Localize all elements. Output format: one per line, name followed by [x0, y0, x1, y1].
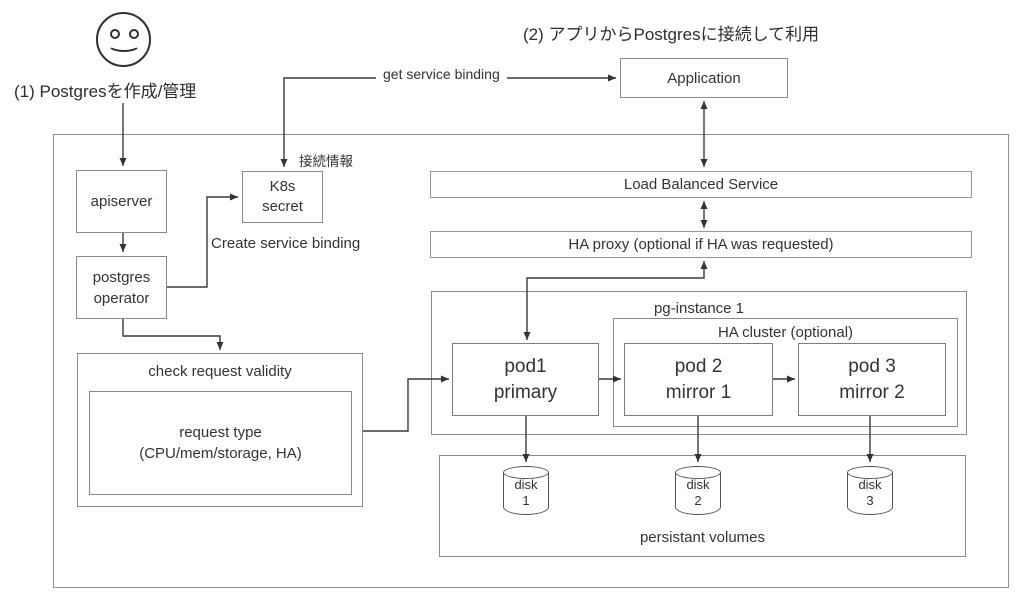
pod2-mirror1-node: pod 2 mirror 1: [624, 343, 773, 416]
disk2-top: [675, 466, 721, 479]
disk1-number: 1: [522, 493, 530, 508]
pod1-line2: primary: [493, 381, 558, 403]
pod3-line2: mirror 2: [839, 381, 905, 403]
apiserver-label: apiserver: [90, 193, 153, 210]
ha-proxy-node: HA proxy (optional if HA was requested): [430, 231, 972, 258]
disk2-name: disk: [686, 476, 710, 492]
persistent-volumes-label: persistant volumes: [639, 529, 766, 546]
disk2-number: 2: [694, 493, 702, 508]
step1-title: (1) Postgresを作成/管理: [14, 82, 197, 101]
smiley-mouth: [107, 36, 141, 52]
request-type-line2: (CPU/mem/storage, HA): [139, 445, 302, 462]
application-label: Application: [667, 69, 741, 87]
disk1-label: disk 1: [503, 468, 549, 518]
disk3-name: disk: [858, 476, 882, 492]
k8s-secret-line2: secret: [262, 198, 303, 215]
request-type-node: request type (CPU/mem/storage, HA): [89, 391, 352, 495]
disk3-body: [847, 472, 893, 515]
pod2-line2: mirror 1: [665, 381, 732, 403]
load-balanced-service-label: Load Balanced Service: [623, 176, 779, 193]
disk2-cylinder-icon: disk 2: [675, 466, 721, 516]
application-node: Application: [620, 58, 788, 98]
k8s-secret-node: K8s secret: [242, 171, 323, 223]
pod2-line1: pod 2: [674, 355, 723, 377]
connection-info-label: 接続情報: [299, 154, 353, 169]
apiserver-node: apiserver: [76, 170, 167, 233]
disk1-name: disk: [514, 476, 538, 492]
disk3-top: [847, 466, 893, 479]
disk3-number: 3: [866, 493, 874, 508]
request-type-line1: request type: [179, 424, 262, 441]
smiley-face-icon: [96, 12, 151, 67]
pod1-line1: pod1: [504, 355, 547, 377]
pod3-mirror2-node: pod 3 mirror 2: [798, 343, 946, 416]
pod1-primary-node: pod1 primary: [452, 343, 599, 416]
pod3-line1: pod 3: [848, 355, 896, 377]
ha-cluster-label: HA cluster (optional): [717, 324, 854, 341]
postgres-operator-line2: operator: [93, 289, 150, 307]
disk3-label: disk 3: [847, 468, 893, 518]
step2-title: (2) アプリからPostgresに接続して利用: [523, 25, 820, 44]
create-service-binding-label: Create service binding: [211, 235, 361, 252]
disk3-cylinder-icon: disk 3: [847, 466, 893, 516]
disk1-top: [503, 466, 549, 479]
disk2-body: [675, 472, 721, 515]
k8s-secret-line1: K8s: [269, 177, 296, 195]
disk1-body: [503, 472, 549, 515]
disk2-label: disk 2: [675, 468, 721, 518]
postgres-operator-node: postgres operator: [76, 256, 167, 319]
check-request-validity-label: check request validity: [148, 363, 292, 380]
postgres-operator-line1: postgres: [92, 268, 151, 286]
disk1-cylinder-icon: disk 1: [503, 466, 549, 516]
load-balanced-service-node: Load Balanced Service: [430, 171, 972, 198]
pg-instance-label: pg-instance 1: [653, 300, 745, 317]
get-service-binding-label: get service binding: [376, 66, 507, 82]
ha-proxy-label: HA proxy (optional if HA was requested): [568, 236, 834, 253]
